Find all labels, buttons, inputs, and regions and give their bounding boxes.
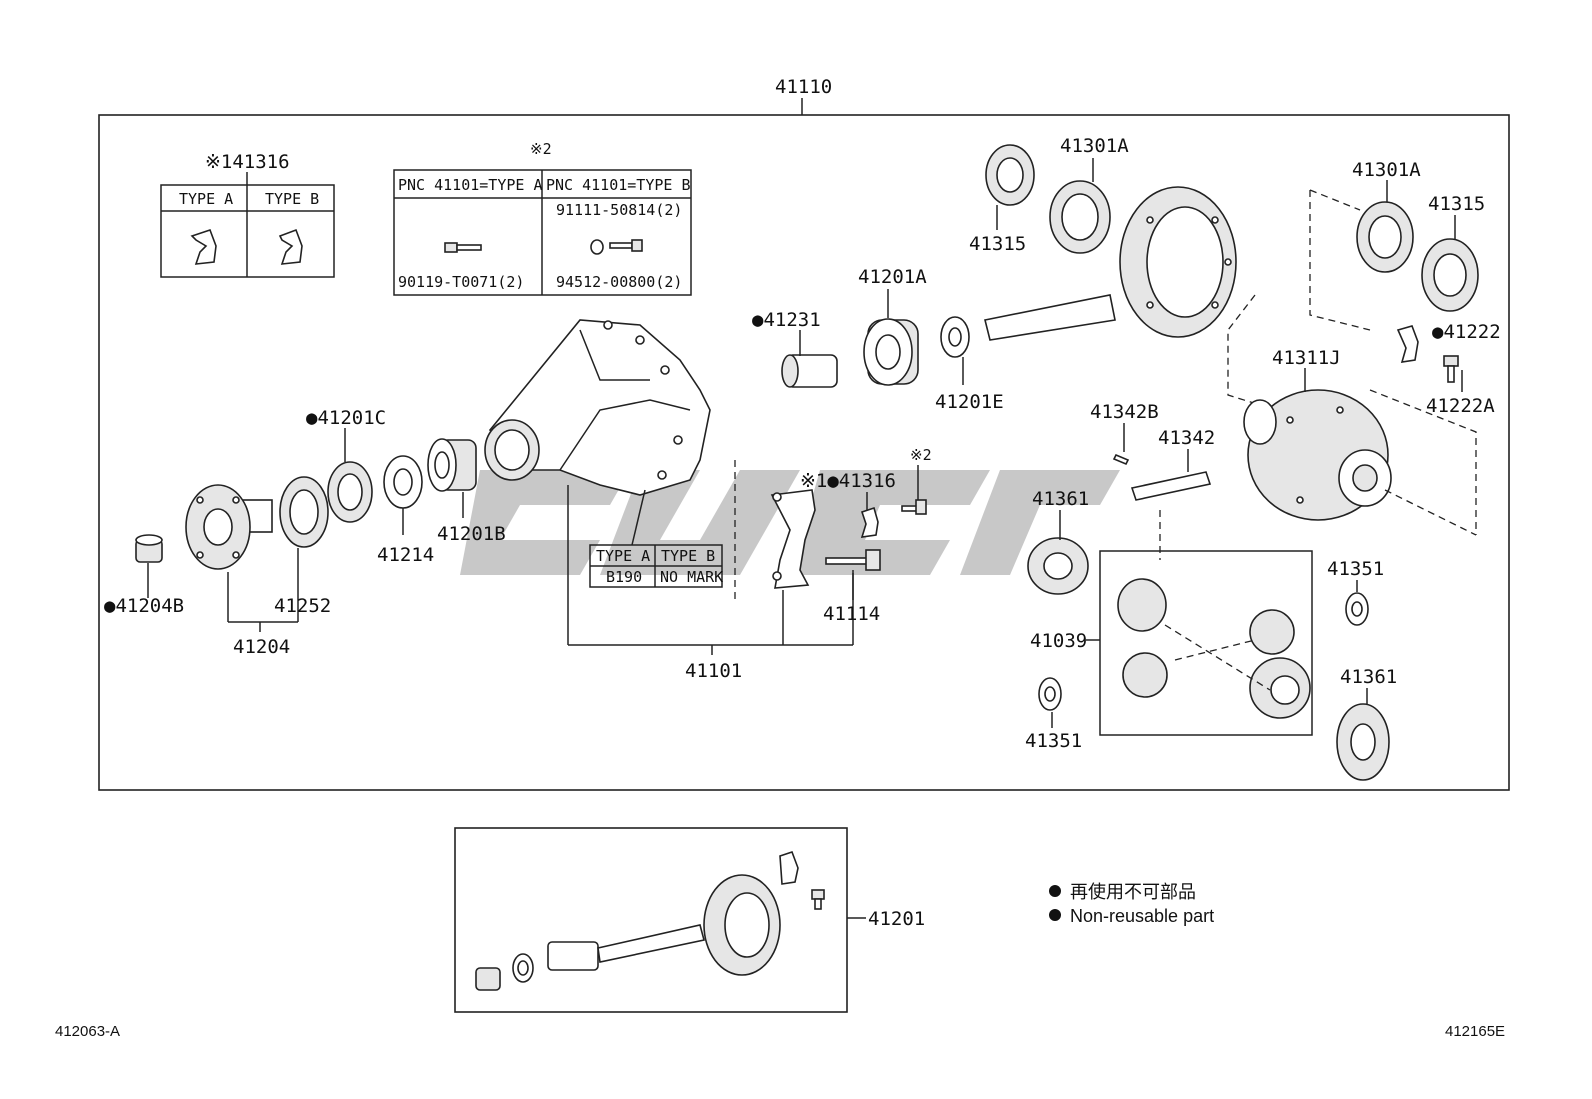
- label-41201e[interactable]: 41201E: [935, 391, 1004, 413]
- label-41222a[interactable]: 41222A: [1426, 395, 1495, 417]
- diff-case-41311j-icon: [1243, 389, 1392, 521]
- label-41342[interactable]: 41342: [1158, 427, 1215, 449]
- bolt-2-icon: [901, 499, 927, 515]
- main-assembly-frame: 41110: [98, 76, 1510, 791]
- label-41110[interactable]: 41110: [775, 76, 832, 98]
- label-41201b[interactable]: 41201B: [437, 523, 506, 545]
- footer-left-code: 412063-A: [55, 1023, 120, 1040]
- bolt-41114-icon: [825, 549, 881, 571]
- label-41204[interactable]: 41204: [233, 636, 290, 658]
- subassembly-41201-box: [454, 827, 848, 1013]
- carrier-value-a: B190: [606, 568, 642, 586]
- type-a-header: TYPE A: [179, 190, 233, 208]
- bearing-41201a-icon: [863, 318, 919, 386]
- ring-gear-pinion-icon: [984, 186, 1237, 341]
- bearing-41315-b-icon: [1421, 238, 1479, 312]
- label-41201c[interactable]: ●41201C: [306, 407, 386, 429]
- label-41039[interactable]: 41039: [1030, 630, 1087, 652]
- legend-jp: 再使用不可部品: [1070, 882, 1196, 902]
- label-41316-mid[interactable]: ※1●41316: [800, 470, 896, 492]
- label-41361-a[interactable]: 41361: [1032, 488, 1089, 510]
- bolt-washer-icon: [590, 239, 643, 255]
- pnc-note: ※2: [530, 140, 552, 158]
- label-41222[interactable]: ●41222: [1432, 321, 1501, 343]
- oil-seal-41201c-icon: [327, 461, 373, 523]
- clip-type-b-icon: [278, 228, 303, 265]
- label-41315-b[interactable]: 41315: [1428, 193, 1485, 215]
- spacer-41231-icon: [781, 354, 838, 388]
- carrier-value-b: NO MARK: [660, 568, 723, 586]
- label-41316-top[interactable]: ※141316: [205, 151, 290, 173]
- footer-right-code: 412165E: [1445, 1023, 1505, 1040]
- legend-en: Non-reusable part: [1070, 906, 1214, 926]
- label-41361-b[interactable]: 41361: [1340, 666, 1397, 688]
- bearing-cap-icon: [770, 489, 816, 589]
- pnc-header-a: PNC 41101=TYPE A: [398, 176, 543, 194]
- clip-type-a-icon: [190, 228, 217, 265]
- clip-41222-icon: [1396, 325, 1419, 363]
- flange-41204-icon: [185, 484, 273, 570]
- watermark-logo: [460, 470, 1120, 575]
- label-41315-a[interactable]: 41315: [969, 233, 1026, 255]
- label-41101[interactable]: 41101: [685, 660, 742, 682]
- label-41252[interactable]: 41252: [274, 595, 331, 617]
- carrier-type-b: TYPE B: [661, 547, 715, 565]
- carrier-housing-icon: [484, 319, 711, 496]
- label-41301a-b[interactable]: 41301A: [1352, 159, 1421, 181]
- bracket-41101: 41101: [567, 460, 854, 682]
- legend-bullet-icon: [1049, 885, 1061, 897]
- washer-41361-a-icon: [1027, 537, 1089, 595]
- washer-41361-b-icon: [1336, 703, 1390, 781]
- label-41114[interactable]: 41114: [823, 603, 880, 625]
- washer-41201e-icon: [940, 316, 970, 358]
- label-41342b[interactable]: 41342B: [1090, 401, 1159, 423]
- legend-bullet-icon-2: [1049, 909, 1061, 921]
- nut-41204b-icon: [135, 534, 163, 563]
- clip-41316-icon: [860, 506, 879, 538]
- gear-kit-41039-box: [1099, 510, 1313, 736]
- washer-41351-a-icon: [1345, 592, 1369, 626]
- label-41351-b[interactable]: 41351: [1025, 730, 1082, 752]
- seal-41252-icon: [279, 476, 329, 548]
- shaft-41342-icon: [1130, 471, 1212, 501]
- pnc-header-b: PNC 41101=TYPE B: [546, 176, 691, 194]
- label-41214[interactable]: 41214: [377, 544, 434, 566]
- bolt-41222a-icon: [1443, 355, 1459, 383]
- type-table-41316: ※141316 TYPE A TYPE B: [160, 151, 335, 278]
- note-2-mid: ※2: [910, 446, 932, 464]
- carrier-type-table: TYPE A TYPE B B190 NO MARK: [589, 489, 723, 588]
- legend: 再使用不可部品 Non-reusable part: [1049, 882, 1214, 926]
- label-41201[interactable]: 41201: [868, 908, 925, 930]
- slinger-41214-icon: [383, 455, 423, 509]
- label-41301a-a[interactable]: 41301A: [1060, 135, 1129, 157]
- label-41204b[interactable]: ●41204B: [104, 595, 184, 617]
- pnc-part-90119[interactable]: 90119-T0071(2): [398, 273, 524, 291]
- bearing-41201b-icon: [427, 438, 477, 492]
- label-41311j[interactable]: 41311J: [1272, 347, 1341, 369]
- washer-41351-b-icon: [1038, 677, 1062, 711]
- cup-41301a-a-icon: [1049, 180, 1111, 254]
- pnc-table: ※2 PNC 41101=TYPE A PNC 41101=TYPE B 911…: [393, 140, 692, 296]
- pnc-part-94512[interactable]: 94512-00800(2): [556, 273, 682, 291]
- label-41201a[interactable]: 41201A: [858, 266, 927, 288]
- bearing-41315-a-icon: [985, 144, 1035, 206]
- cup-41301a-b-icon: [1356, 201, 1414, 273]
- label-41351-a[interactable]: 41351: [1327, 558, 1384, 580]
- bolt-icon: [444, 242, 482, 253]
- label-41231[interactable]: ●41231: [752, 309, 821, 331]
- type-b-header: TYPE B: [265, 190, 319, 208]
- pnc-part-91111[interactable]: 91111-50814(2): [556, 201, 682, 219]
- pin-41342b-icon: [1112, 453, 1130, 466]
- carrier-type-a: TYPE A: [596, 547, 650, 565]
